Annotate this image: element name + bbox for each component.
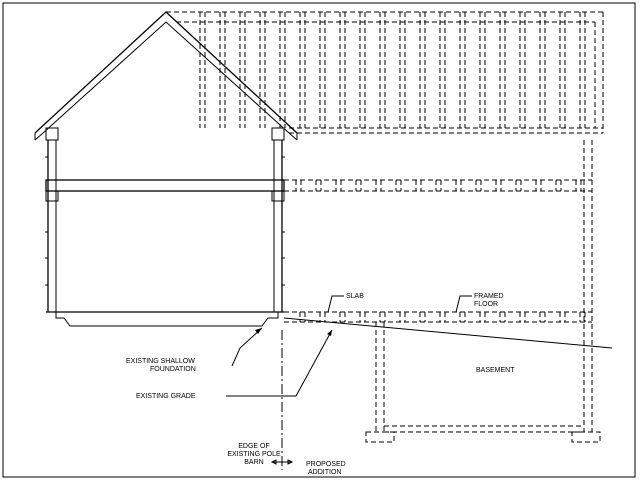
- existing-roof-inner: [42, 21, 290, 134]
- existing-grade-label: EXISTING GRADE: [136, 393, 196, 400]
- shallow-foundation-leader: [231, 327, 263, 367]
- basement-label: BASEMENT: [476, 367, 515, 374]
- pole-barn-label-2: EXISTING POLE: [227, 451, 281, 458]
- pole-barn-label-1: EDGE OF: [238, 443, 270, 450]
- existing-shallow-foundation: [55, 312, 279, 327]
- pole-barn-label-3: BARN: [244, 459, 263, 466]
- proposed-addition-label-1: PROPOSED: [306, 461, 346, 468]
- shallow-foundation-label-1: EXISTING SHALLOW: [126, 358, 195, 365]
- existing-floor-band: [45, 179, 285, 192]
- shallow-foundation-label-2: FOUNDATION: [150, 366, 196, 373]
- framed-floor-label-2: FLOOR: [474, 301, 498, 308]
- proposed-addition: [166, 11, 604, 443]
- proposed-addition-label-2: ADDITION: [308, 469, 341, 476]
- second-floor-joists: [295, 180, 582, 191]
- framed-floor-leader: [455, 295, 472, 313]
- slab-leader: [327, 295, 344, 313]
- existing-grade-line: [283, 317, 613, 349]
- existing-roof-outer: [34, 11, 298, 134]
- right-footing: [571, 431, 601, 443]
- left-footing: [365, 431, 395, 443]
- first-floor-joists: [299, 312, 586, 322]
- framed-floor-label-1: FRAMED: [474, 293, 504, 300]
- roof-joists: [199, 12, 586, 128]
- existing-barn: [34, 11, 298, 327]
- existing-grade-leader: [226, 329, 333, 397]
- slab-label: SLAB: [346, 293, 364, 300]
